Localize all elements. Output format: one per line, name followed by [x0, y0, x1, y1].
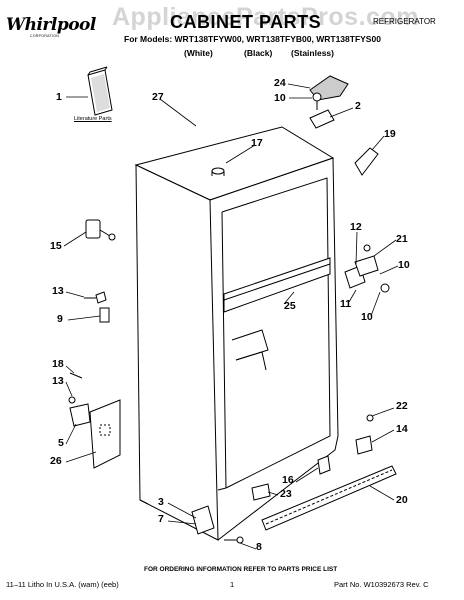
callout-10-lower: 10 [361, 311, 373, 323]
literature-booklet-icon [87, 66, 113, 116]
callout-12: 12 [350, 221, 362, 233]
part-number: Part No. W10392673 Rev. C [334, 580, 429, 589]
ordering-note: FOR ORDERING INFORMATION REFER TO PARTS … [144, 566, 338, 573]
callout-1: 1 [56, 91, 62, 103]
callout-22: 22 [396, 400, 408, 412]
callout-10-top: 10 [274, 92, 286, 104]
callout-11: 11 [340, 298, 352, 310]
callout-24: 24 [274, 77, 286, 89]
toe-grille-icon [261, 465, 397, 531]
interior-shelf [231, 329, 269, 371]
variant-black: (Black) [244, 48, 273, 58]
literature-parts-label: Literature Parts [74, 116, 112, 122]
appliance-type: REFRIGERATOR [373, 17, 436, 26]
callout-13-upper: 13 [52, 285, 64, 297]
variant-white: (White) [184, 48, 213, 58]
callout-18: 18 [52, 358, 64, 370]
callout-27: 27 [152, 91, 164, 103]
variant-stainless: (Stainless) [291, 48, 334, 58]
callout-25: 25 [284, 300, 296, 312]
callout-15: 15 [50, 240, 62, 252]
callout-9: 9 [57, 313, 63, 325]
callout-17: 17 [251, 137, 263, 149]
cabinet-shell [134, 126, 339, 541]
page-title: CABINET PARTS [170, 12, 322, 32]
cabinet-plug-icon [211, 167, 225, 176]
callout-8: 8 [256, 541, 262, 553]
leveling-leg-icon [191, 505, 244, 544]
door-stop-icon [354, 147, 379, 176]
callout-19: 19 [384, 128, 396, 140]
callout-20: 20 [396, 494, 408, 506]
center-hinge-icon [344, 244, 390, 293]
page-number: 1 [230, 580, 235, 589]
callout-2: 2 [355, 100, 361, 112]
whirlpool-logo: Whirlpool [6, 15, 96, 35]
bottom-hinge-icon [355, 414, 374, 455]
leader-lines [63, 83, 399, 550]
callout-3: 3 [158, 496, 164, 508]
screw-bracket-icon [84, 291, 110, 323]
kick-plate-bracket-icon [68, 372, 121, 469]
callout-14: 14 [396, 423, 408, 435]
model-list: For Models: WRT138TFYW00, WRT138TFYB00, … [124, 34, 381, 44]
logo-subtext: CORPORATION [30, 34, 60, 38]
litho-info: 11–11 Litho In U.S.A. (wam) (eeb) [6, 580, 119, 589]
callout-23: 23 [280, 488, 292, 500]
bottom-clips-icon [251, 455, 331, 501]
callout-26: 26 [50, 455, 62, 467]
top-hinge-icon [309, 92, 335, 129]
watermark-text: AppliancePartsPros.com [112, 3, 419, 31]
callout-10-center: 10 [398, 259, 410, 271]
mullion-divider [223, 257, 331, 313]
callout-5: 5 [58, 437, 64, 449]
door-handle-bracket-icon [85, 219, 116, 241]
callout-13-lower: 13 [52, 375, 64, 387]
callout-7: 7 [158, 513, 164, 525]
callout-16: 16 [282, 474, 294, 486]
callout-21: 21 [396, 233, 408, 245]
